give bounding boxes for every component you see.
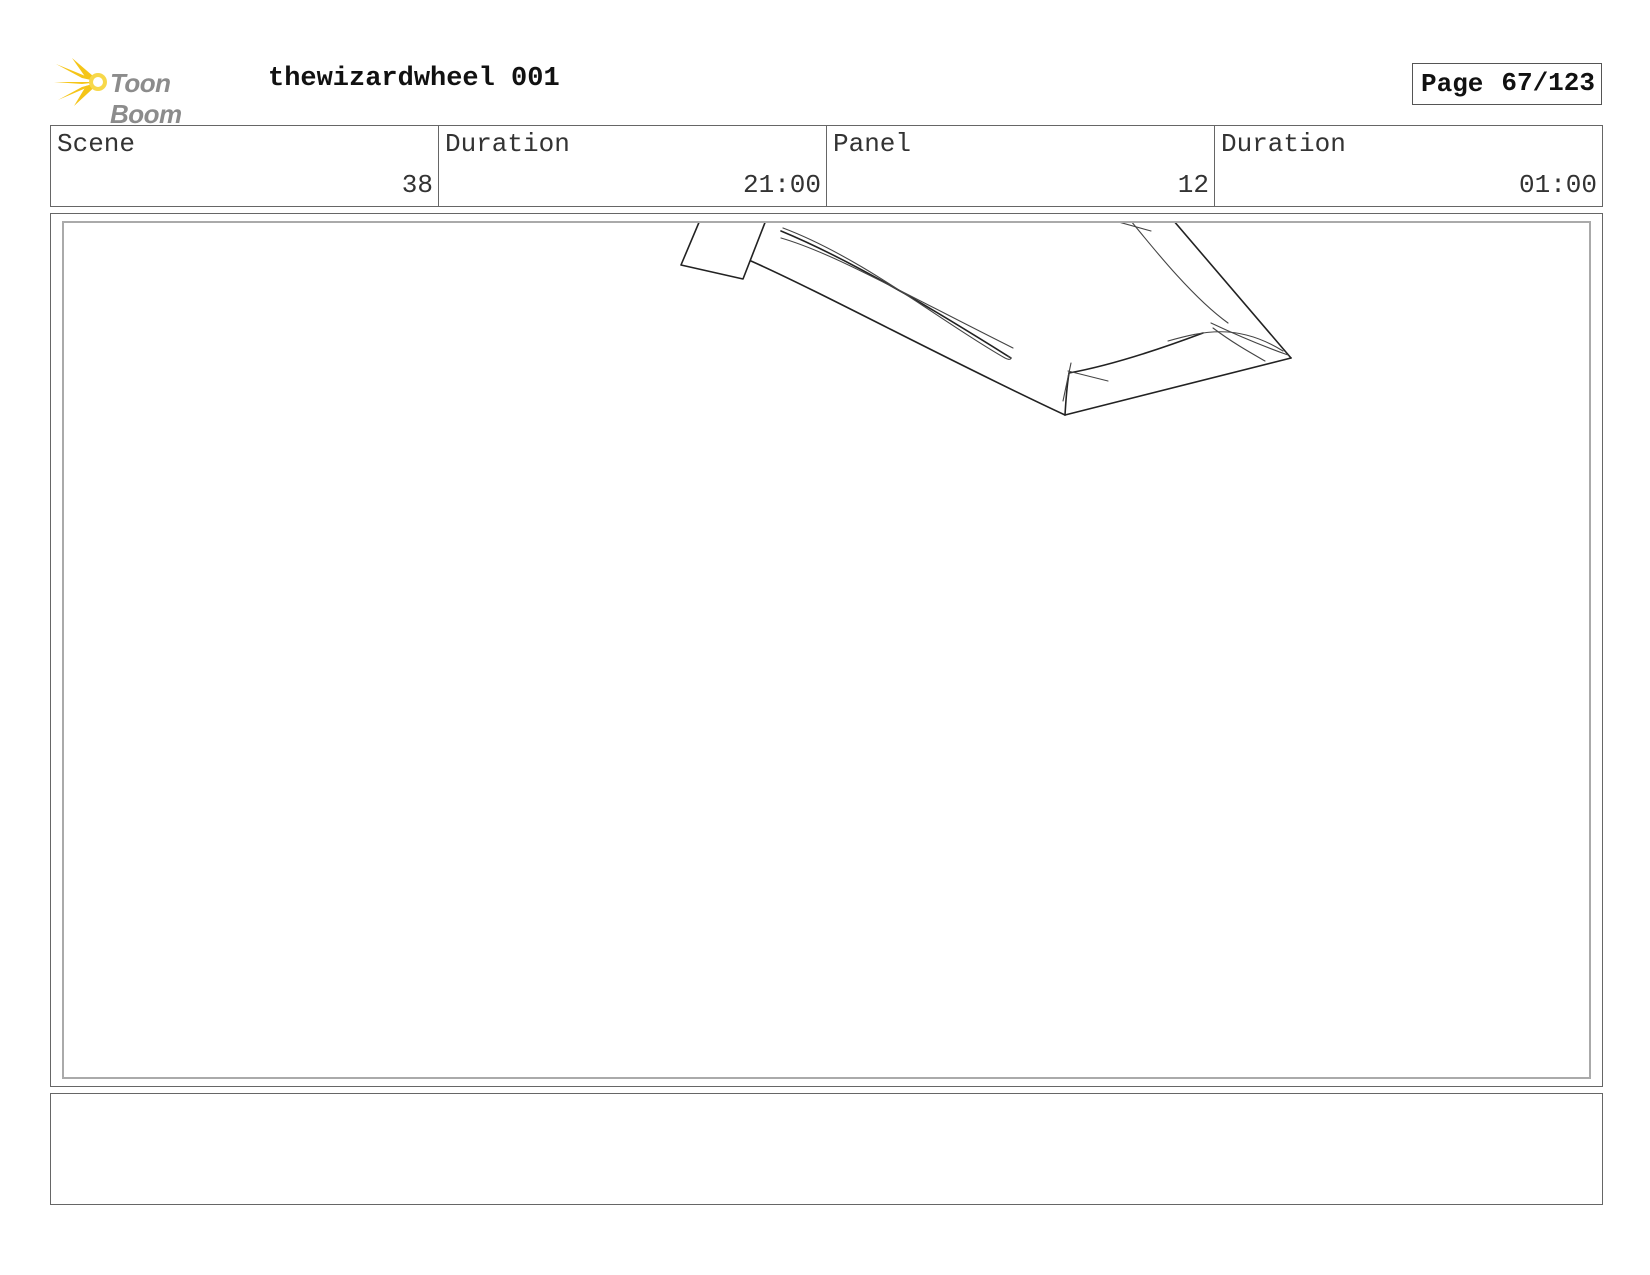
sketch-drawing (680, 223, 1292, 416)
panel-info-bar: Scene 38 Duration 21:00 Panel 12 Duratio… (50, 125, 1603, 207)
storyboard-panel-image (62, 221, 1591, 1079)
scene-duration-value: 21:00 (742, 170, 821, 200)
panel-label: Panel (833, 129, 912, 159)
page-indicator: Page 67/123 (1412, 63, 1602, 105)
panel-cell: Panel 12 (827, 126, 1215, 206)
scene-duration-cell: Duration 21:00 (439, 126, 827, 206)
scene-label: Scene (57, 129, 136, 159)
page-label: Page (1421, 69, 1484, 99)
page-value: 67/123 (1501, 68, 1595, 98)
logo-text: Toon Boom (110, 68, 182, 129)
panel-value: 12 (1177, 170, 1209, 200)
scene-cell: Scene 38 (51, 126, 439, 206)
storyboard-panel-frame (50, 213, 1603, 1087)
panel-duration-value: 01:00 (1518, 170, 1597, 200)
burst-icon (54, 58, 107, 106)
scene-value: 38 (401, 170, 433, 200)
scene-duration-label: Duration (445, 129, 570, 159)
toon-boom-logo: Toon Boom (52, 56, 242, 129)
project-title: thewizardwheel 001 (268, 64, 560, 94)
panel-notes-box (50, 1093, 1603, 1205)
panel-duration-cell: Duration 01:00 (1215, 126, 1602, 206)
panel-duration-label: Duration (1221, 129, 1346, 159)
